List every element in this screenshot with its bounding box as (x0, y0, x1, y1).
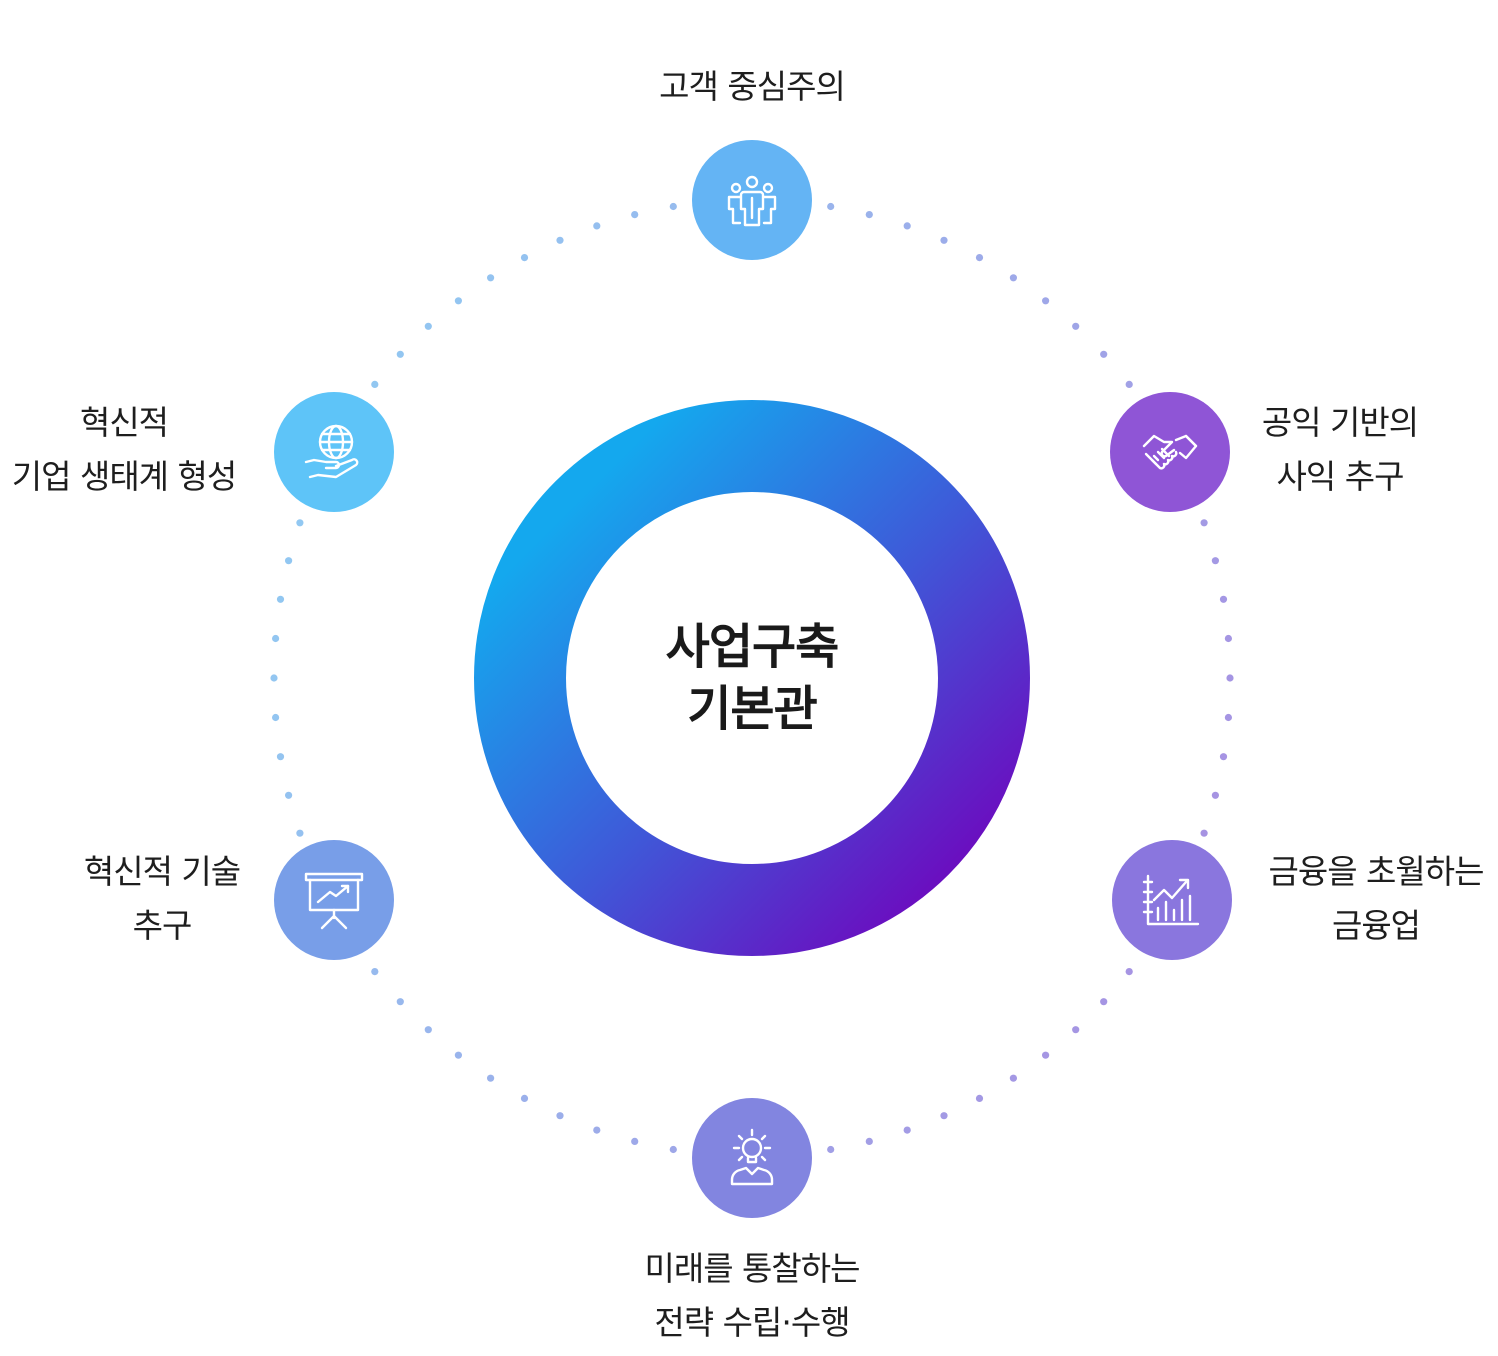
orbit-dot (1200, 519, 1208, 527)
orbit-dot (669, 1145, 677, 1154)
orbit-dot (371, 968, 379, 976)
gradient-ring (474, 400, 1030, 956)
orbit-dot (1219, 595, 1228, 603)
orbit-dot (593, 1126, 601, 1134)
orbit-dot (272, 634, 280, 643)
orbit-dot (593, 222, 601, 230)
orbit-dot (1219, 753, 1228, 761)
label-strategy: 미래를 통찰하는 전략 수립·수행 (602, 1242, 902, 1350)
orbit-dot (424, 1026, 432, 1034)
globe-hand-icon (304, 424, 359, 479)
orbit-dot (1100, 350, 1108, 358)
orbit-dot (1200, 829, 1208, 837)
orbit-dot (1125, 380, 1133, 388)
orbit-dot (520, 1094, 529, 1102)
orbit-dot (903, 1126, 911, 1134)
orbit-dot (1211, 557, 1219, 565)
label-customer-line1: 고객 중심주의 (659, 67, 846, 106)
orbit-dot (631, 211, 639, 219)
label-finance-line1: 금융을 초월하는 (1268, 852, 1484, 891)
orbit-dot (454, 1051, 462, 1059)
orbit-dot (371, 380, 379, 388)
orbit-dot (1125, 968, 1133, 976)
core-ring: 사업구축 기본관 (474, 400, 1030, 956)
orbit-dot (865, 1137, 873, 1145)
label-tech: 혁신적 기술 추구 (62, 845, 262, 953)
orbit-dot (272, 713, 280, 722)
presentation-icon (304, 872, 364, 930)
orbit-dot (396, 998, 404, 1006)
orbit-dot (975, 254, 984, 262)
orbit-dot (276, 753, 285, 761)
orbit-dot (487, 1074, 495, 1082)
label-ecosystem-line1: 혁신적 (79, 403, 169, 442)
idea-person-icon (730, 1128, 774, 1186)
label-strategy-line2: 전략 수립·수행 (654, 1303, 850, 1342)
label-customer: 고객 중심주의 (602, 60, 902, 114)
people-icon (727, 175, 777, 227)
orbit-dot (1226, 674, 1234, 682)
orbit-dot (903, 222, 911, 230)
orbit-dot (556, 1112, 564, 1120)
node-tech (274, 840, 394, 960)
orbit-dot (1072, 322, 1080, 330)
orbit-dot (865, 211, 873, 219)
growth-chart-icon (1142, 874, 1200, 926)
orbit-dot (940, 1112, 948, 1120)
orbit-dot (556, 236, 564, 244)
label-finance: 금융을 초월하는 금융업 (1250, 845, 1498, 953)
orbit-dot (520, 254, 529, 262)
label-finance-line2: 금융업 (1331, 906, 1421, 945)
label-tech-line1: 혁신적 기술 (83, 852, 241, 891)
orbit-dot (1100, 998, 1108, 1006)
orbit-dot (975, 1094, 984, 1102)
node-finance (1112, 840, 1232, 960)
orbit-dot (424, 322, 432, 330)
node-strategy (692, 1098, 812, 1218)
orbit-dot (1009, 274, 1018, 282)
orbit-dot (270, 674, 278, 682)
node-public (1110, 392, 1230, 512)
label-public: 공익 기반의 사익 추구 (1240, 396, 1440, 504)
handshake-icon (1142, 434, 1198, 470)
label-ecosystem: 혁신적 기업 생태계 형성 (0, 396, 248, 504)
core-title-line2: 기본관 (687, 681, 817, 737)
orbit-dot (631, 1137, 639, 1145)
orbit-dot (454, 297, 462, 305)
label-public-line2: 사익 추구 (1276, 457, 1405, 496)
core-title-line1: 사업구축 (665, 619, 840, 675)
orbit-dot (1042, 297, 1050, 305)
orbit-dot (285, 557, 293, 565)
orbit-dot (1072, 1026, 1080, 1034)
node-customer (692, 140, 812, 260)
label-tech-line2: 추구 (132, 906, 193, 945)
orbit-dot (827, 1145, 835, 1154)
orbit-dot (1042, 1051, 1050, 1059)
orbit-dot (827, 202, 835, 211)
orbit-dot (396, 350, 404, 358)
orbit-dot (296, 519, 304, 527)
orbit-dot (1224, 634, 1232, 643)
orbit-dot (285, 791, 293, 799)
node-ecosystem (274, 392, 394, 512)
orbit-dot (940, 236, 948, 244)
orbit-dot (1211, 791, 1219, 799)
orbit-dot (276, 595, 285, 603)
orbit-dot (669, 202, 677, 211)
orbit-dot (296, 829, 304, 837)
label-ecosystem-line2: 기업 생태계 형성 (11, 457, 238, 496)
orbit-dot (1224, 713, 1232, 722)
label-public-line1: 공익 기반의 (1261, 403, 1419, 442)
orbit-dot (1009, 1074, 1018, 1082)
label-strategy-line1: 미래를 통찰하는 (644, 1249, 860, 1288)
orbit-dot (487, 274, 495, 282)
core-title: 사업구축 기본관 (474, 400, 1030, 956)
